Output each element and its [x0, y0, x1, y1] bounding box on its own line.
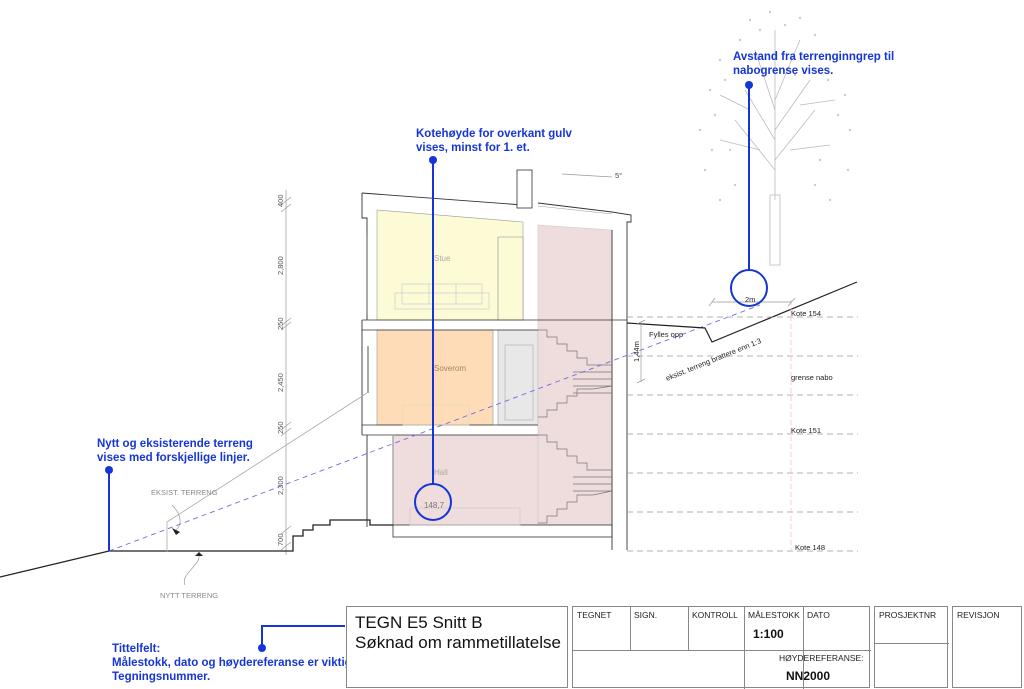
room-label-stue: Stue — [434, 254, 451, 263]
door-area — [497, 329, 539, 426]
sign-label: SIGN. — [634, 610, 658, 620]
hoydereferanse-value: NN2000 — [786, 669, 831, 683]
building-section — [361, 169, 632, 550]
terrain-annotation: Nytt og eksisterende terreng vises med f… — [97, 438, 253, 464]
projected-terrain-line — [108, 304, 761, 552]
slope-note: eksist. terreng brattere enn 1:3 — [664, 336, 762, 383]
title-block-project: PROSJEKTNR — [874, 606, 949, 688]
room-soverom — [376, 329, 494, 426]
dim-2800: 2,800 — [276, 256, 285, 275]
fill-label: Fylles opp — [649, 330, 683, 339]
drawing-subtitle: Søknad om rammetillatelse — [355, 633, 561, 652]
kontroll-label: KONTROLL — [692, 610, 738, 620]
kote-154: Kote 154 — [791, 309, 821, 318]
title-block-revision: REVISJON — [952, 606, 1022, 688]
title-block-main: TEGN E5 Snitt B Søknad om rammetillatels… — [346, 606, 568, 688]
malestokk-value: 1:100 — [753, 627, 784, 641]
distance-label: 2m — [745, 295, 755, 304]
vertical-dimension-chain — [280, 190, 292, 555]
kote-148: Kote 148 — [795, 543, 825, 552]
annotation-leaders — [108, 85, 768, 648]
revisjon-label: REVISJON — [957, 610, 1000, 620]
neighbor-border-label: grense nabo — [791, 373, 833, 382]
titlefield-annotation: Tittelfelt: Målestokk, dato og høyderefe… — [112, 643, 366, 683]
drawing-title: TEGN E5 Snitt B — [355, 613, 483, 632]
title-block-fields: TEGNET SIGN. KONTROLL MÅLESTOKK 1:100 DA… — [572, 606, 871, 689]
tegnet-label: TEGNET — [577, 610, 612, 620]
new-terrain-label: NYTT TERRENG — [160, 591, 218, 600]
dim-2300: 2,300 — [276, 476, 285, 495]
prosjektnr-label: PROSJEKTNR — [879, 610, 937, 620]
room-label-soverom: Soverom — [434, 364, 466, 373]
room-hall — [392, 434, 539, 526]
existing-terrain-line — [166, 392, 368, 552]
floor-level-label: 148,7 — [424, 501, 445, 510]
floor-level-annotation: Kotehøyde for overkant gulv vises, minst… — [416, 128, 572, 154]
roof-angle-label: 5° — [615, 171, 622, 180]
tree-annotation: Avstand fra terrenginngrep til nabogrens… — [733, 51, 895, 77]
kote-151: Kote 151 — [791, 426, 821, 435]
existing-terrain-label: EKSIST. TERRENG — [151, 488, 218, 497]
fill-line — [626, 281, 858, 343]
new-terrain-line — [0, 519, 393, 578]
terrain — [0, 281, 858, 578]
malestokk-label: MÅLESTOKK — [748, 610, 800, 620]
dim-2450: 2,450 — [276, 373, 285, 392]
dim-250a: 250 — [276, 317, 285, 330]
dim-250b: 250 — [276, 421, 285, 434]
fill-height-label: 1,44m — [632, 341, 641, 362]
dato-label: DATO — [807, 610, 830, 620]
room-label-hall: Hall — [434, 468, 448, 477]
dim-400: 400 — [276, 194, 285, 207]
hoydereferanse-label: HØYDEREFERANSE: — [779, 653, 864, 663]
tree-icon — [698, 10, 852, 266]
dim-700: 700 — [276, 533, 285, 546]
